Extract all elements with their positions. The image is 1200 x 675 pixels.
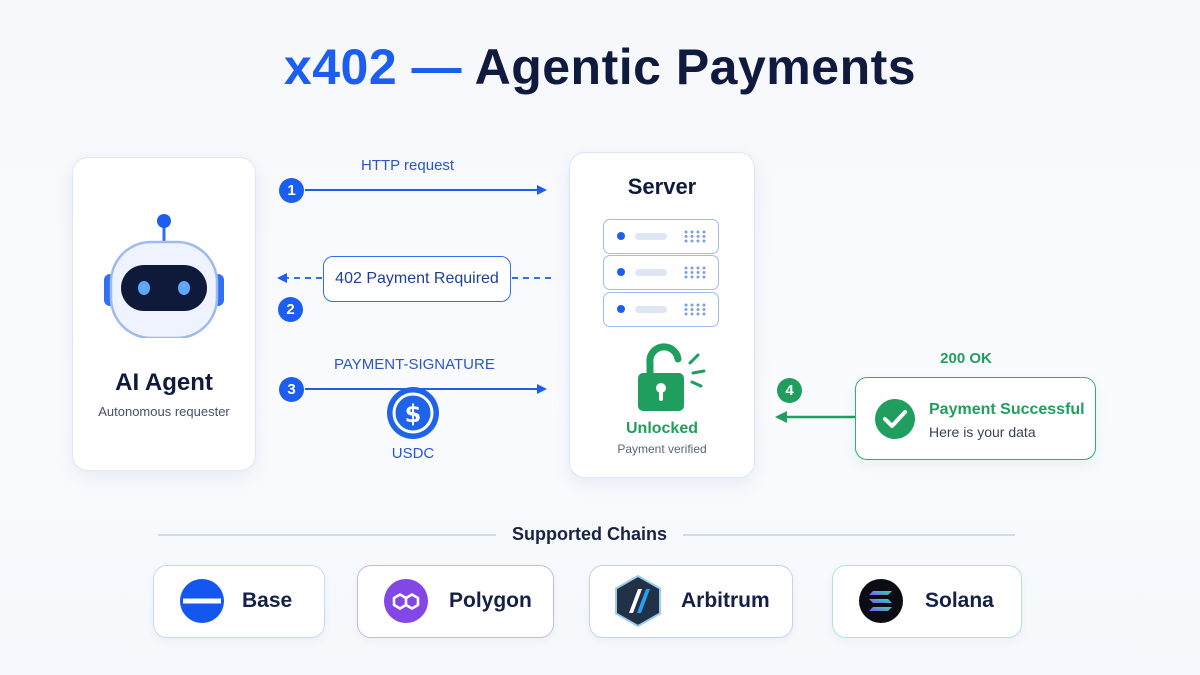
step-label-payment-signature: PAYMENT-SIGNATURE [334,356,495,373]
base-icon [180,579,224,623]
usdc-coin-icon: $ [387,387,439,439]
chain-name: Solana [925,589,994,612]
step-label-200-ok: 200 OK [940,350,992,367]
vent-dots-icon [684,303,706,316]
server-status-sub: Payment verified [617,442,707,456]
chain-card-polygon[interactable]: Polygon [357,565,554,638]
token-label: USDC [391,445,435,462]
success-subtitle: Here is your data [929,424,1036,440]
server-title: Server [627,174,697,199]
step-label-http-request: HTTP request [361,157,455,174]
chains-heading: Supported Chains [511,524,667,544]
step-badge-1: 1 [279,178,304,203]
status-dot [617,268,625,276]
title-separator: — [411,39,463,95]
arbitrum-icon [615,575,661,627]
check-circle-icon [875,399,915,439]
divider-right [683,534,1015,536]
payment-required-badge: 402 Payment Required [323,256,511,302]
title-accent: x402 [283,39,398,95]
server-rack-2 [603,255,719,290]
chain-card-base[interactable]: Base [153,565,325,638]
step-badge-4: 4 [777,378,802,403]
solana-icon [859,579,903,623]
success-title: Payment Successful [929,401,1085,418]
chain-name: Arbitrum [681,589,770,612]
status-dot [617,232,625,240]
chain-card-arbitrum[interactable]: Arbitrum [589,565,793,638]
robot-icon [104,214,224,338]
agent-subtitle: Autonomous requester [98,404,230,419]
payment-success-card: Payment Successful Here is your data [855,377,1096,460]
chain-name: Polygon [449,589,532,612]
chain-name: Base [242,589,293,612]
svg-text:$: $ [405,400,422,428]
page-title: x402 — Agentic Payments [0,38,1200,96]
agent-title: AI Agent [115,369,213,396]
title-main: Agentic Payments [474,39,917,95]
vent-dots-icon [684,230,706,243]
chain-card-solana[interactable]: Solana [832,565,1022,638]
divider-left [158,534,496,536]
step-badge-2: 2 [278,297,303,322]
server-rack-3 [603,292,719,327]
agent-card: AI Agent Autonomous requester [72,157,256,471]
unlocked-padlock-icon [638,343,706,411]
server-status: Unlocked [625,420,698,437]
step-badge-3: 3 [279,377,304,402]
polygon-icon [384,579,428,623]
vent-dots-icon [684,266,706,279]
status-dot [617,305,625,313]
server-rack-1 [603,219,719,254]
